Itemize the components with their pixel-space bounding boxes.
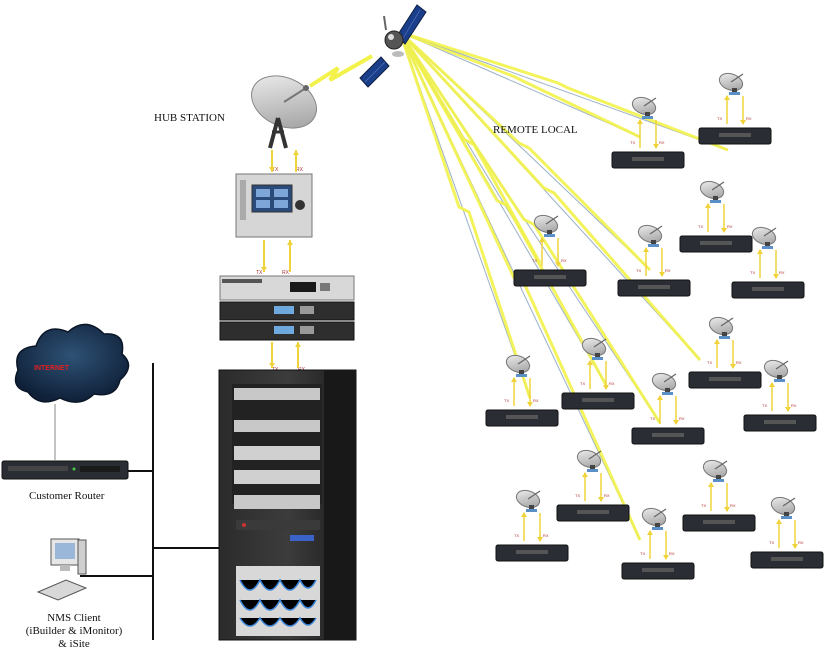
remote-tx-label: TX [636,268,641,273]
remote-dish-icon [637,224,663,247]
rf-converter-unit [235,173,313,238]
remote-tx-label: TX [698,224,703,229]
remote-rx-label: RX [679,416,685,421]
remote-dish-icon [770,496,796,519]
svg-text:INTERNET: INTERNET [34,365,70,372]
remote-local-label: REMOTE LOCAL [493,124,578,136]
beam-link [398,31,662,424]
remote-rx-label: RX [665,268,671,273]
buc-tx-label: TX [256,270,263,276]
remote-tx-label: TX [504,398,509,403]
remote-tx-label: TX [532,258,537,263]
hub-tx-rx-arrows [261,150,301,368]
internet-cloud-icon: INTERNET [14,323,130,403]
beam-link [398,30,652,272]
hub-server-rack [218,369,357,641]
nms-client-tools: (iBuilder & iMonitor) [25,625,123,637]
remote-tx-label: TX [750,270,755,275]
remote-dish-icon [505,354,531,377]
remote-tx-label: TX [650,416,655,421]
remote-tx-label: TX [575,493,580,498]
nms-client-site: & iSite [58,638,90,650]
remote-tx-label: TX [769,540,774,545]
hub-rx-label: RX [296,167,304,173]
remote-site: TX RX [611,96,685,169]
remote-site: TX RX [617,224,691,297]
remote-dish-icon [708,316,734,339]
beam-link [398,31,532,399]
remote-rx-label: RX [791,403,797,408]
remote-dish-icon [718,72,744,95]
remote-dish-icon [581,337,607,360]
customer-router-icon [1,460,129,480]
remote-site: TX RX [698,72,772,145]
remote-sites: TX RX TX RX TX RX TX RX TX RX TX RX TX RX TX RX TX RX TX RX… [485,72,824,580]
beam-link [399,30,641,139]
remote-dish-icon [576,449,602,472]
remote-site: TX RX [513,214,587,287]
remote-rx-label: RX [669,551,675,556]
remote-rx-label: RX [727,224,733,229]
remote-site: TX RX [731,226,805,299]
remote-dish-icon [702,459,728,482]
remote-rx-label: RX [609,381,615,386]
remote-site: TX RX [743,359,817,432]
remote-site: TX RX [556,449,630,522]
remote-rx-label: RX [730,503,736,508]
beam-link [398,30,702,361]
remote-rx-label: RX [779,270,785,275]
remote-tx-label: TX [701,503,706,508]
remote-rx-label: RX [533,398,539,403]
remote-dish-icon [699,180,725,203]
remote-site: TX RX [688,316,762,389]
nms-client-title: NMS Client [47,612,101,624]
buc-rx-label: RX [282,270,290,276]
nms-computer-icon [36,538,88,601]
remote-rx-label: RX [561,258,567,263]
remote-dish-icon [641,507,667,530]
remote-rx-label: RX [798,540,804,545]
remote-site: TX RX [631,372,705,445]
remote-tx-label: TX [707,360,712,365]
remote-site: TX RX [561,337,635,410]
remote-dish-icon [631,96,657,119]
remote-tx-label: TX [640,551,645,556]
remote-site: TX RX [750,496,824,569]
customer-router-label: Customer Router [29,490,105,502]
remote-site: TX RX [682,459,756,532]
hub-modem-stack [219,275,355,341]
satellite-icon [359,4,427,88]
remote-site: TX RX [485,354,559,427]
remote-site: TX RX [621,507,695,580]
remote-tx-label: TX [580,381,585,386]
remote-rx-label: RX [736,360,742,365]
hub-beam-link [308,54,373,88]
remote-tx-label: TX [514,533,519,538]
remote-rx-label: RX [604,493,610,498]
remote-dish-icon [515,489,541,512]
remote-dish-icon [651,372,677,395]
satellite-links [308,30,729,541]
remote-dish-icon [763,359,789,382]
hub-tx-label: TX [272,167,279,173]
remote-tx-label: TX [762,403,767,408]
hub-station-label: HUB STATION [154,112,225,124]
remote-rx-label: RX [659,140,665,145]
remote-site: TX RX [679,180,753,253]
remote-dish-icon [533,214,559,237]
remote-rx-label: RX [746,116,752,121]
remote-dish-icon [751,226,777,249]
beam-link [398,31,608,386]
hub-dish-icon [251,75,317,149]
remote-tx-label: TX [630,140,635,145]
remote-tx-label: TX [717,116,722,121]
nms-client-label: NMS Client (iBuilder & iMonitor) & iSite [14,612,134,651]
remote-rx-label: RX [543,533,549,538]
remote-site: TX RX [495,489,569,562]
